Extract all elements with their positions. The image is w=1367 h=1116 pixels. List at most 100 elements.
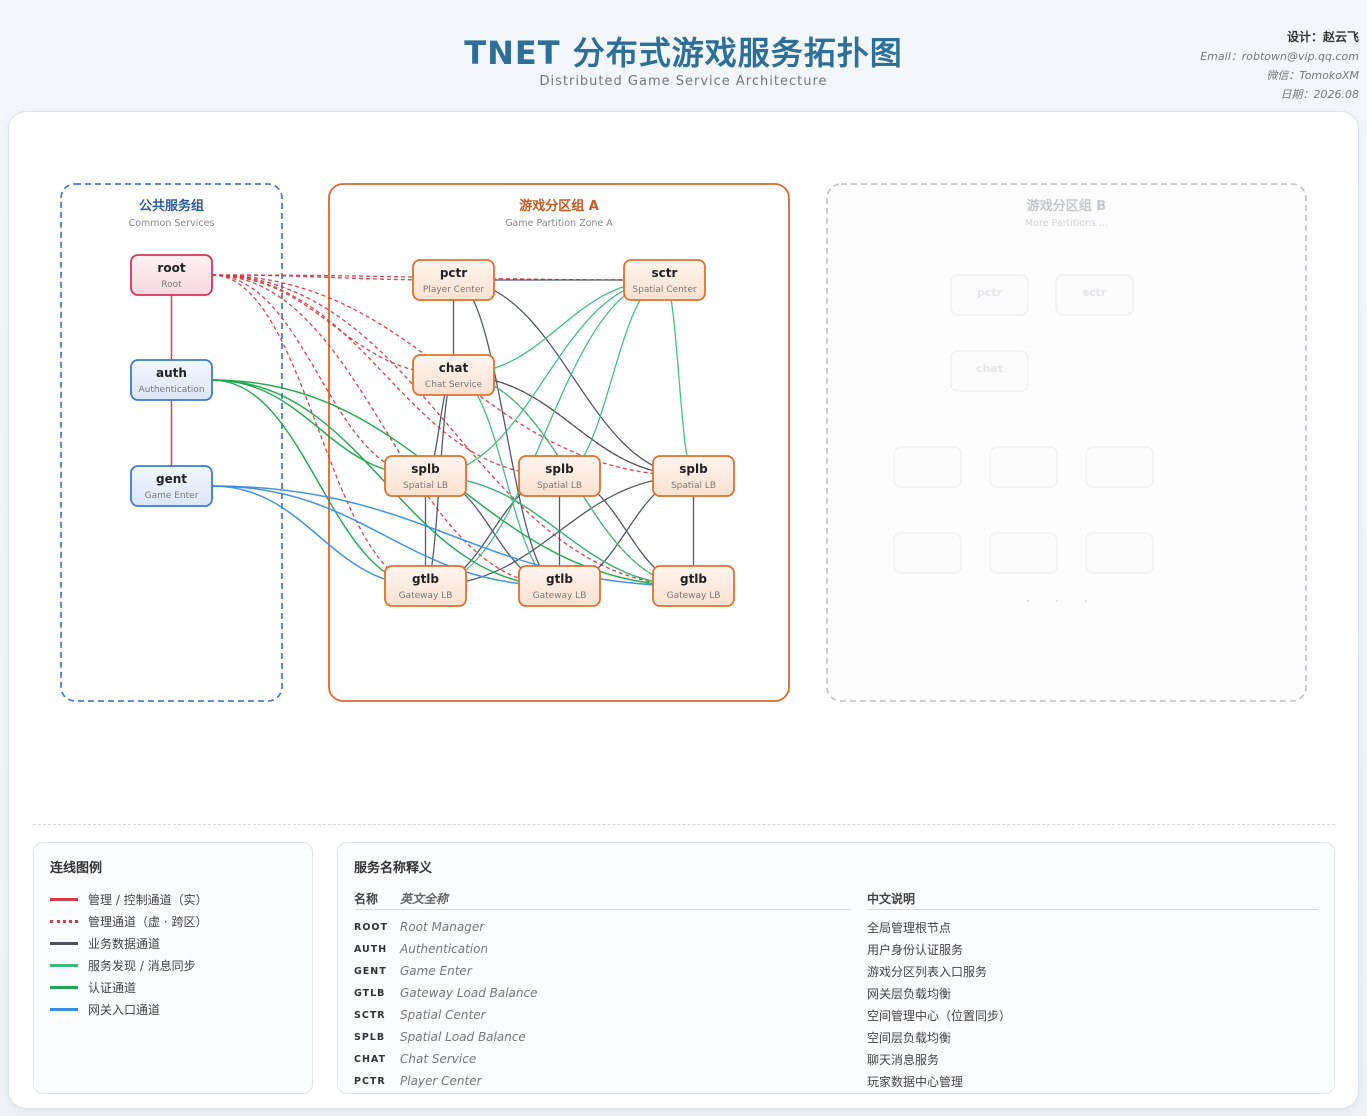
- service-abbr: ROOT: [354, 921, 388, 933]
- node-b_6: [1085, 532, 1154, 574]
- header-en: 英文全称: [400, 892, 449, 906]
- legend-label: 服务发现 / 消息同步: [88, 958, 196, 973]
- legend-label: 业务数据通道: [88, 936, 161, 951]
- header: TNET 分布式游戏服务拓扑图 Distributed Game Service…: [0, 0, 1367, 110]
- table-row: SCTR Spatial Center: [354, 1004, 851, 1026]
- table-row: 网关层负载均衡: [867, 982, 1318, 1004]
- node-box: [412, 259, 495, 301]
- node-label: gtlb: [680, 572, 707, 586]
- service-en: Spatial Load Balance: [400, 1030, 526, 1044]
- table-row: GENT Game Enter: [354, 960, 851, 982]
- node-sublabel: Gateway LB: [667, 591, 721, 601]
- more-ellipsis: · · ·: [1026, 594, 1098, 610]
- names-col-right: 中文说明 全局管理根节点用户身份认证服务游戏分区列表入口服务网关层负载均衡空间管…: [866, 888, 1318, 1092]
- node-box: [950, 350, 1029, 392]
- legend-label: 管理通道（虚 · 跨区）: [88, 914, 208, 929]
- service-cn: 用户身份认证服务: [866, 942, 963, 957]
- node-b_3: [1085, 446, 1154, 488]
- group-title: 游戏分区组 B: [1027, 198, 1106, 214]
- node-b_chat: chat: [950, 350, 1029, 392]
- table-row: 玩家数据中心管理: [867, 1070, 1318, 1092]
- group-subtitle: Game Partition Zone A: [505, 218, 613, 229]
- group-box: [826, 183, 1307, 702]
- edge-gateway: [211, 485, 560, 587]
- node-sublabel: Spatial LB: [671, 481, 716, 491]
- designer: 设计：赵云飞: [1286, 30, 1359, 44]
- legend-swatch: [50, 1007, 78, 1011]
- legend-swatch: [50, 919, 78, 923]
- group-title: 公共服务组: [139, 198, 204, 214]
- service-en: Gateway Load Balance: [400, 986, 538, 1000]
- node-box: [623, 259, 706, 301]
- edge-mgmt-virtual: [211, 274, 694, 587]
- service-en: Spatial Center: [400, 1008, 486, 1022]
- service-cn: 空间层负载均衡: [866, 1030, 951, 1045]
- node-b_sctr: sctr: [1055, 274, 1134, 316]
- node-box: [989, 532, 1058, 574]
- node-box: [130, 359, 213, 401]
- node-label: gtlb: [412, 572, 439, 586]
- legend-item: 认证通道: [50, 976, 296, 998]
- names-header-left: 名称 英文全称: [354, 888, 851, 910]
- divider: [33, 824, 1335, 825]
- node-box: [652, 565, 735, 607]
- main-card: 公共服务组 Common Services 游戏分区组 A Game Partitio…: [8, 111, 1359, 1109]
- node-box: [893, 532, 962, 574]
- node-label: pctr: [977, 286, 1003, 299]
- group-subtitle: Common Services: [129, 218, 215, 229]
- node-box: [652, 455, 735, 497]
- names-header-right: 中文说明: [866, 888, 1318, 910]
- node-label: gent: [156, 472, 187, 486]
- node-b_2: [989, 446, 1058, 488]
- service-cn: 聊天消息服务: [866, 1052, 939, 1067]
- legend-swatch: [50, 941, 78, 945]
- author-info: 设计：赵云飞 Email：robtown@vip.qq.com 微信：Tomok…: [1200, 28, 1359, 104]
- service-abbr: SCTR: [354, 1009, 386, 1021]
- node-box: [518, 565, 601, 607]
- header-cn: 中文说明: [866, 892, 915, 906]
- service-abbr: GENT: [354, 965, 387, 977]
- node-box: [1085, 532, 1154, 574]
- table-row: 空间层负载均衡: [867, 1026, 1318, 1048]
- legend-swatch: [50, 963, 78, 967]
- node-box: [950, 274, 1029, 316]
- node-label: sctr: [1083, 286, 1107, 299]
- node-label: splb: [679, 462, 708, 476]
- table-row: 聊天消息服务: [867, 1048, 1318, 1070]
- group-title: 游戏分区组 A: [519, 198, 599, 214]
- node-sublabel: Gateway LB: [533, 591, 587, 601]
- legend-title: 连线图例: [50, 861, 103, 876]
- legend-item: 管理通道（虚 · 跨区）: [50, 910, 296, 932]
- service-en: Chat Service: [400, 1052, 477, 1066]
- edge-mgmt-virtual: [211, 274, 426, 587]
- legend-item: 业务数据通道: [50, 932, 296, 954]
- header-abbr: 名称: [354, 892, 379, 906]
- node-label: root: [157, 261, 185, 275]
- service-cn: 游戏分区列表入口服务: [866, 964, 987, 979]
- service-en: Game Enter: [400, 964, 472, 978]
- node-label: splb: [411, 462, 440, 476]
- date: 日期：2026.08: [1280, 88, 1360, 101]
- service-abbr: AUTH: [354, 943, 388, 955]
- page-title: TNET 分布式游戏服务拓扑图: [464, 34, 903, 72]
- legend-swatch: [50, 897, 78, 901]
